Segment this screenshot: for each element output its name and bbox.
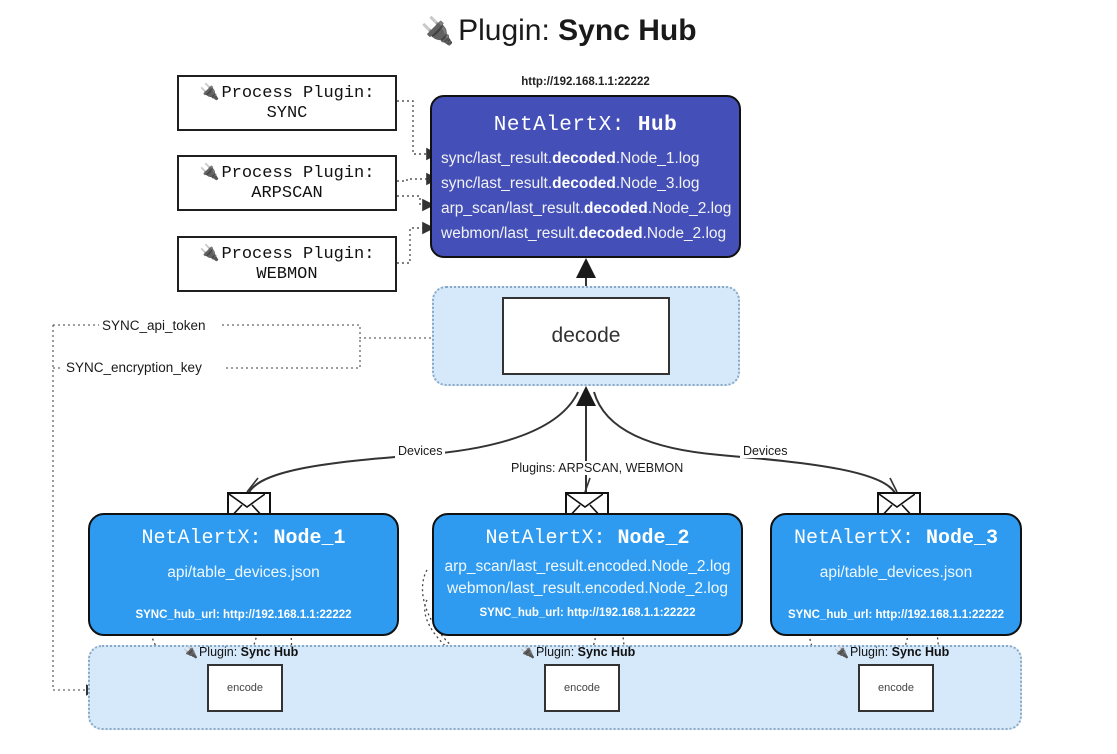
encode-box-2[interactable]: encode [544, 664, 620, 712]
process-plugin-name: ARPSCAN [251, 183, 323, 203]
devices-edge-label-right: Devices [740, 444, 791, 458]
node-hub-url: SYNC_hub_url: http://192.168.1.1:22222 [135, 609, 352, 621]
node-title: NetAlertX: Node_3 [793, 527, 999, 550]
encode-plugin-label-2: 🔌Plugin: Sync Hub [520, 645, 636, 659]
hub-log-list: sync/last_result.decoded.Node_1.log sync… [432, 146, 739, 246]
plug-icon: 🔌 [199, 161, 220, 181]
process-plugin-sync[interactable]: 🔌Process Plugin:SYNC [177, 75, 397, 131]
plug-icon: 🔌 [420, 16, 455, 46]
process-plugin-name: SYNC [266, 103, 308, 123]
sync-api-token-label: SYNC_api_token [99, 318, 209, 333]
encode-plugin-label-1: 🔌Plugin: Sync Hub [183, 645, 299, 659]
node-file: arp_scan/last_result.encoded.Node_2.log [444, 558, 731, 575]
decode-box[interactable]: decode [502, 297, 670, 375]
node-file: api/table_devices.json [819, 564, 973, 581]
node-file: api/table_devices.json [167, 564, 320, 581]
page-title: 🔌Plugin: Sync Hub [0, 14, 1117, 48]
encode-box-3[interactable]: encode [858, 664, 934, 712]
hub-title: NetAlertX: Hub [432, 114, 739, 137]
page-title-name: Sync Hub [558, 14, 697, 47]
node-hub-url: SYNC_hub_url: http://192.168.1.1:22222 [787, 609, 1005, 621]
encode-box-1[interactable]: encode [207, 664, 283, 712]
process-plugin-name: WEBMON [256, 264, 318, 284]
process-plugin-label: Process Plugin: [221, 163, 375, 183]
hub-log-row: arp_scan/last_result.decoded.Node_2.log [441, 200, 732, 217]
hub-log-row: sync/last_result.decoded.Node_1.log [441, 150, 700, 167]
hub-log-row: sync/last_result.decoded.Node_3.log [441, 175, 700, 192]
node-box-node-3[interactable]: NetAlertX: Node_3 api/table_devices.json… [770, 513, 1022, 636]
hub-title-prefix: NetAlertX: [493, 114, 638, 137]
node-title: NetAlertX: Node_1 [141, 527, 346, 550]
plug-icon: 🔌 [520, 645, 535, 659]
plug-icon: 🔌 [834, 645, 849, 659]
plug-icon: 🔌 [199, 81, 220, 101]
page-title-prefix: Plugin: [458, 14, 559, 47]
hub-title-name: Hub [637, 114, 678, 137]
hub-node[interactable]: NetAlertX: Hub sync/last_result.decoded.… [430, 95, 741, 258]
node-hub-url: SYNC_hub_url: http://192.168.1.1:22222 [479, 607, 696, 619]
process-plugin-webmon[interactable]: 🔌Process Plugin:WEBMON [177, 236, 397, 292]
sync-encryption-key-label: SYNC_encryption_key [63, 360, 205, 375]
plug-icon: 🔌 [199, 242, 220, 262]
node-box-node-2[interactable]: NetAlertX: Node_2 arp_scan/last_result.e… [432, 513, 743, 636]
hub-url: http://192.168.1.1:22222 [521, 76, 650, 88]
plug-icon: 🔌 [183, 645, 198, 659]
node-box-node-1[interactable]: NetAlertX: Node_1 api/table_devices.json… [88, 513, 399, 636]
devices-edge-label-left: Devices [395, 444, 446, 458]
node-file: webmon/last_result.encoded.Node_2.log [447, 580, 728, 597]
hub-log-row: webmon/last_result.decoded.Node_2.log [441, 225, 727, 242]
node-title: NetAlertX: Node_2 [485, 527, 690, 550]
process-plugin-label: Process Plugin: [221, 244, 375, 264]
plugins-edge-label: Plugins: ARPSCAN, WEBMON [508, 461, 687, 475]
process-plugin-label: Process Plugin: [221, 83, 375, 103]
encode-plugin-label-3: 🔌Plugin: Sync Hub [834, 645, 950, 659]
process-plugin-arpscan[interactable]: 🔌Process Plugin:ARPSCAN [177, 155, 397, 211]
